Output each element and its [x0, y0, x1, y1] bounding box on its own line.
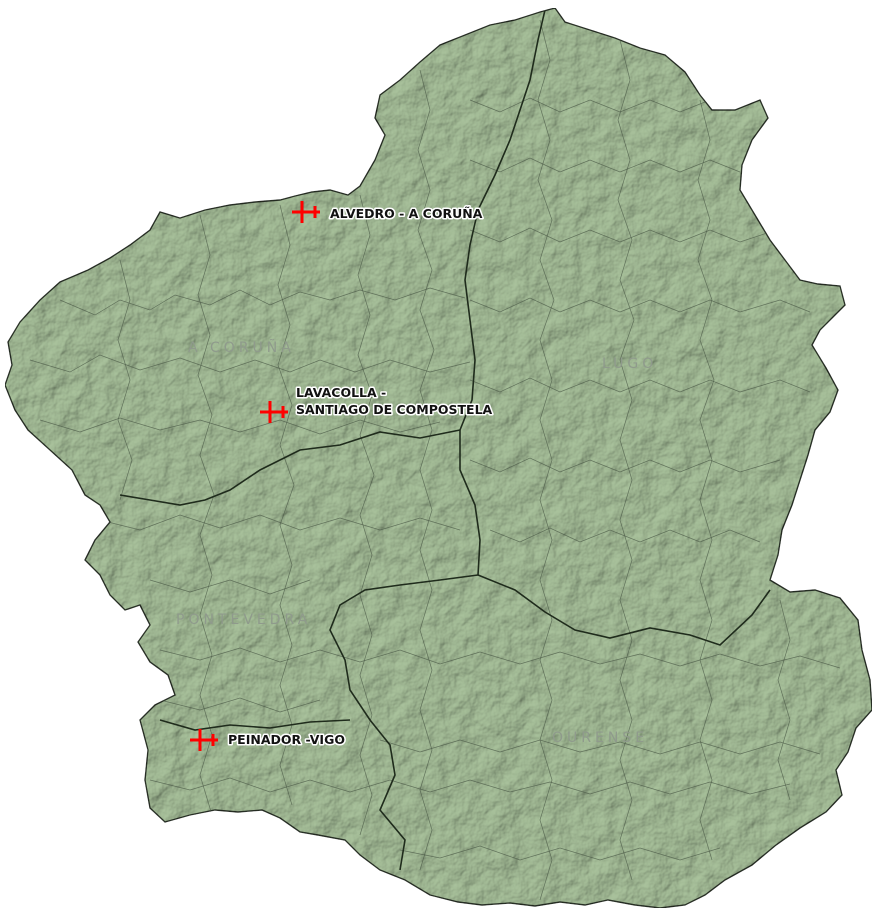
pontevedra-ourense-border: [329, 574, 479, 871]
lugo-ourense-border: [477, 574, 771, 646]
province-label-ourense: OURENSE: [552, 730, 648, 746]
airplane-icon: [190, 729, 218, 751]
lugo-interior-border: [459, 430, 481, 576]
pontevedra-south-border: [159, 719, 351, 731]
airport-label-alvedro: ALVEDRO - A CORUÑA: [330, 206, 483, 221]
airport-label-peinador: PEINADOR -VIGO: [228, 732, 345, 747]
galicia-landmass: [4, 7, 873, 909]
province-label-pontevedra: PONTEVEDRA: [176, 612, 311, 628]
airplane-icon: [292, 201, 320, 223]
airport-peinador[interactable]: PEINADOR -VIGO: [190, 729, 346, 751]
province-boundaries: [119, 9, 771, 871]
land-area: [4, 7, 873, 909]
province-labels: A CORUÑA LUGO PONTEVEDRA OURENSE: [176, 339, 657, 746]
coruna-lugo-border: [459, 9, 546, 431]
province-label-lugo: LUGO: [602, 356, 657, 372]
coruna-pontevedra-border: [119, 429, 461, 506]
airport-alvedro[interactable]: ALVEDRO - A CORUÑA: [292, 201, 484, 223]
airport-label-lavacolla-line2: SANTIAGO DE COMPOSTELA: [296, 402, 493, 417]
municipal-boundaries: [29, 19, 841, 901]
province-label-coruna: A CORUÑA: [188, 339, 295, 356]
airplane-icon: [260, 401, 288, 423]
airport-lavacolla[interactable]: LAVACOLLA - SANTIAGO DE COMPOSTELA: [260, 384, 494, 423]
airport-label-lavacolla-line1: LAVACOLLA -: [296, 385, 386, 400]
